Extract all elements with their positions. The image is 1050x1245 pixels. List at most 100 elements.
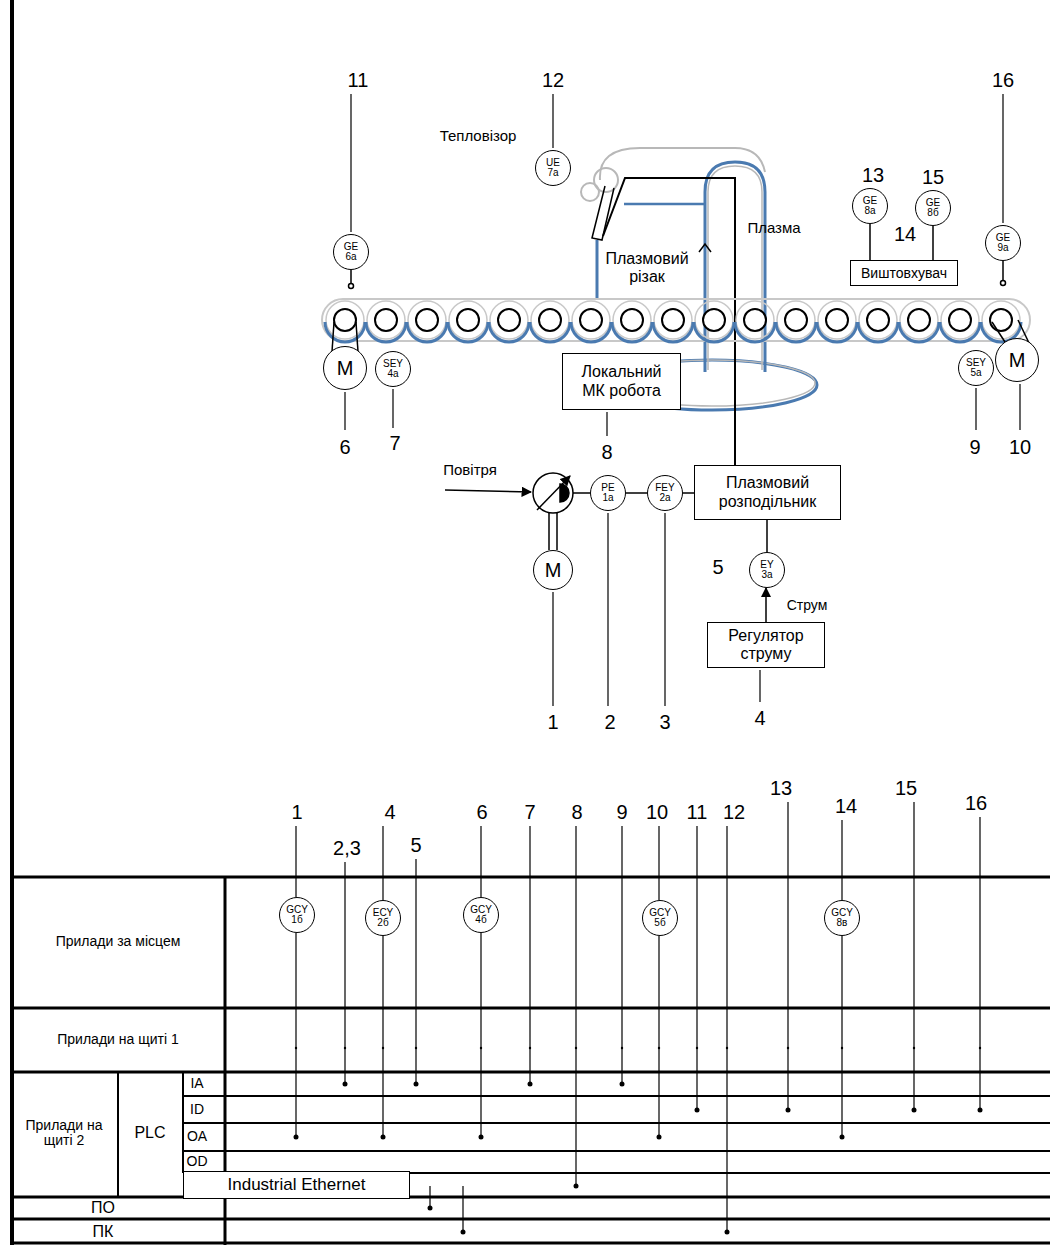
box-label: Локальний МК робота: [569, 363, 674, 400]
instrument-tag: SEY 5а: [964, 358, 988, 379]
instrument-circle: GE 9а: [985, 225, 1021, 261]
conveyor: [367, 301, 405, 339]
instrument-tag: SEY 4а: [381, 359, 405, 380]
signal-line: [479, 1135, 484, 1140]
process-box: Локальний МК робота: [562, 353, 681, 410]
motor-circle: M: [533, 550, 573, 590]
callout-number: 2: [604, 711, 615, 733]
instrument-circle: GE 8б: [915, 190, 951, 226]
signal-line: [528, 1082, 533, 1087]
conveyor: [457, 309, 479, 331]
callout-number: 12: [723, 801, 745, 823]
conveyor: [982, 301, 1020, 339]
conveyor: [539, 309, 561, 331]
callout-number: 6: [339, 436, 350, 458]
signal-line: [574, 1184, 579, 1189]
instrument-tag: GE 9а: [991, 233, 1015, 254]
signal-connector: [765, 588, 767, 622]
signal-line: [529, 1047, 531, 1049]
signal-line: [480, 826, 481, 897]
process-box: Industrial Ethernet: [183, 1171, 410, 1199]
instrument-tag: GCY 4б: [469, 905, 493, 926]
conveyor: [777, 301, 815, 339]
instrument-circle: ECY 2б: [365, 900, 401, 936]
table-cell: IA: [190, 1076, 203, 1091]
table-grid: [12, 1218, 1050, 1221]
instrument-circle: UE 7а: [535, 150, 571, 186]
robot-illustration: [596, 240, 599, 300]
signal-line: [529, 826, 530, 1084]
signal-connector: [766, 520, 768, 552]
leader-line: [552, 592, 553, 706]
table-cell: PLC: [134, 1124, 165, 1142]
signal-line: [295, 826, 296, 897]
signal-line: [840, 1135, 845, 1140]
conveyor: [334, 309, 356, 331]
table-grid: [183, 1122, 1050, 1124]
signal-line: [414, 1082, 419, 1087]
table-grid: [12, 1071, 1050, 1074]
callout-number: 10: [646, 801, 668, 823]
callout-number: 8: [571, 801, 582, 823]
instrument-tag: ECY 2б: [371, 908, 395, 929]
compressor-symbol: [445, 490, 531, 492]
table-grid: [12, 1196, 1050, 1199]
signal-line: [382, 1047, 384, 1049]
table-grid: [12, 1007, 1050, 1010]
conveyor: [326, 301, 364, 339]
signal-line: [428, 1206, 433, 1211]
conveyor: [449, 301, 487, 339]
callout-number: 14: [835, 795, 857, 817]
signal-line: [462, 1186, 463, 1232]
conveyor: [662, 309, 684, 331]
flow-name: Плазма: [747, 220, 800, 237]
table-grid: [183, 1150, 1050, 1152]
signal-line: [620, 1082, 625, 1087]
signal-line: [621, 826, 622, 1084]
callout-number: 1: [291, 801, 302, 823]
table-grid: [10, 0, 14, 1245]
box-label: Industrial Ethernet: [228, 1175, 366, 1195]
instrument-tag: GE 8а: [858, 196, 882, 217]
signal-line: [429, 1186, 430, 1208]
robot-illustration: [600, 148, 765, 180]
conveyor: [654, 301, 692, 339]
callout-number: 6: [476, 801, 487, 823]
callout-number: 15: [895, 777, 917, 799]
belt-drive: [992, 322, 1005, 342]
callout-number: 11: [348, 69, 369, 91]
instrument-tag: GCY 8в: [830, 908, 854, 929]
signal-line: [841, 820, 842, 900]
table-grid: [12, 1242, 1050, 1245]
box-label: Плазмовий розподільник: [701, 474, 834, 511]
table-grid: [183, 1095, 1050, 1097]
callout-number: 13: [862, 164, 884, 186]
instrument-circle: SEY 4а: [375, 351, 411, 387]
conveyor: [416, 309, 438, 331]
signal-line: [787, 1047, 789, 1049]
signal-line: [978, 1108, 983, 1113]
signal-line: [658, 826, 659, 900]
signal-connector: [932, 226, 934, 260]
callout-number: 13: [770, 777, 792, 799]
conveyor: [703, 309, 725, 331]
conveyor: [744, 309, 766, 331]
signal-line: [382, 936, 383, 1137]
motor-circle: M: [995, 338, 1039, 382]
signal-connector: [626, 492, 647, 494]
instrument-tag: UE 7а: [541, 158, 565, 179]
instrument-tag: EY 3а: [755, 560, 779, 581]
signal-line: [295, 933, 296, 1137]
signal-line: [695, 1108, 700, 1113]
table-cell: OA: [187, 1129, 207, 1144]
leader-line: [664, 513, 665, 706]
conveyor: [859, 301, 897, 339]
callout-number: 4: [384, 801, 395, 823]
signal-line: [841, 1047, 843, 1049]
instrument-tag: M: [337, 358, 354, 379]
compressor-symbol: [573, 492, 590, 494]
robot-illustration: [624, 203, 705, 206]
sensor-leader: [350, 270, 352, 284]
